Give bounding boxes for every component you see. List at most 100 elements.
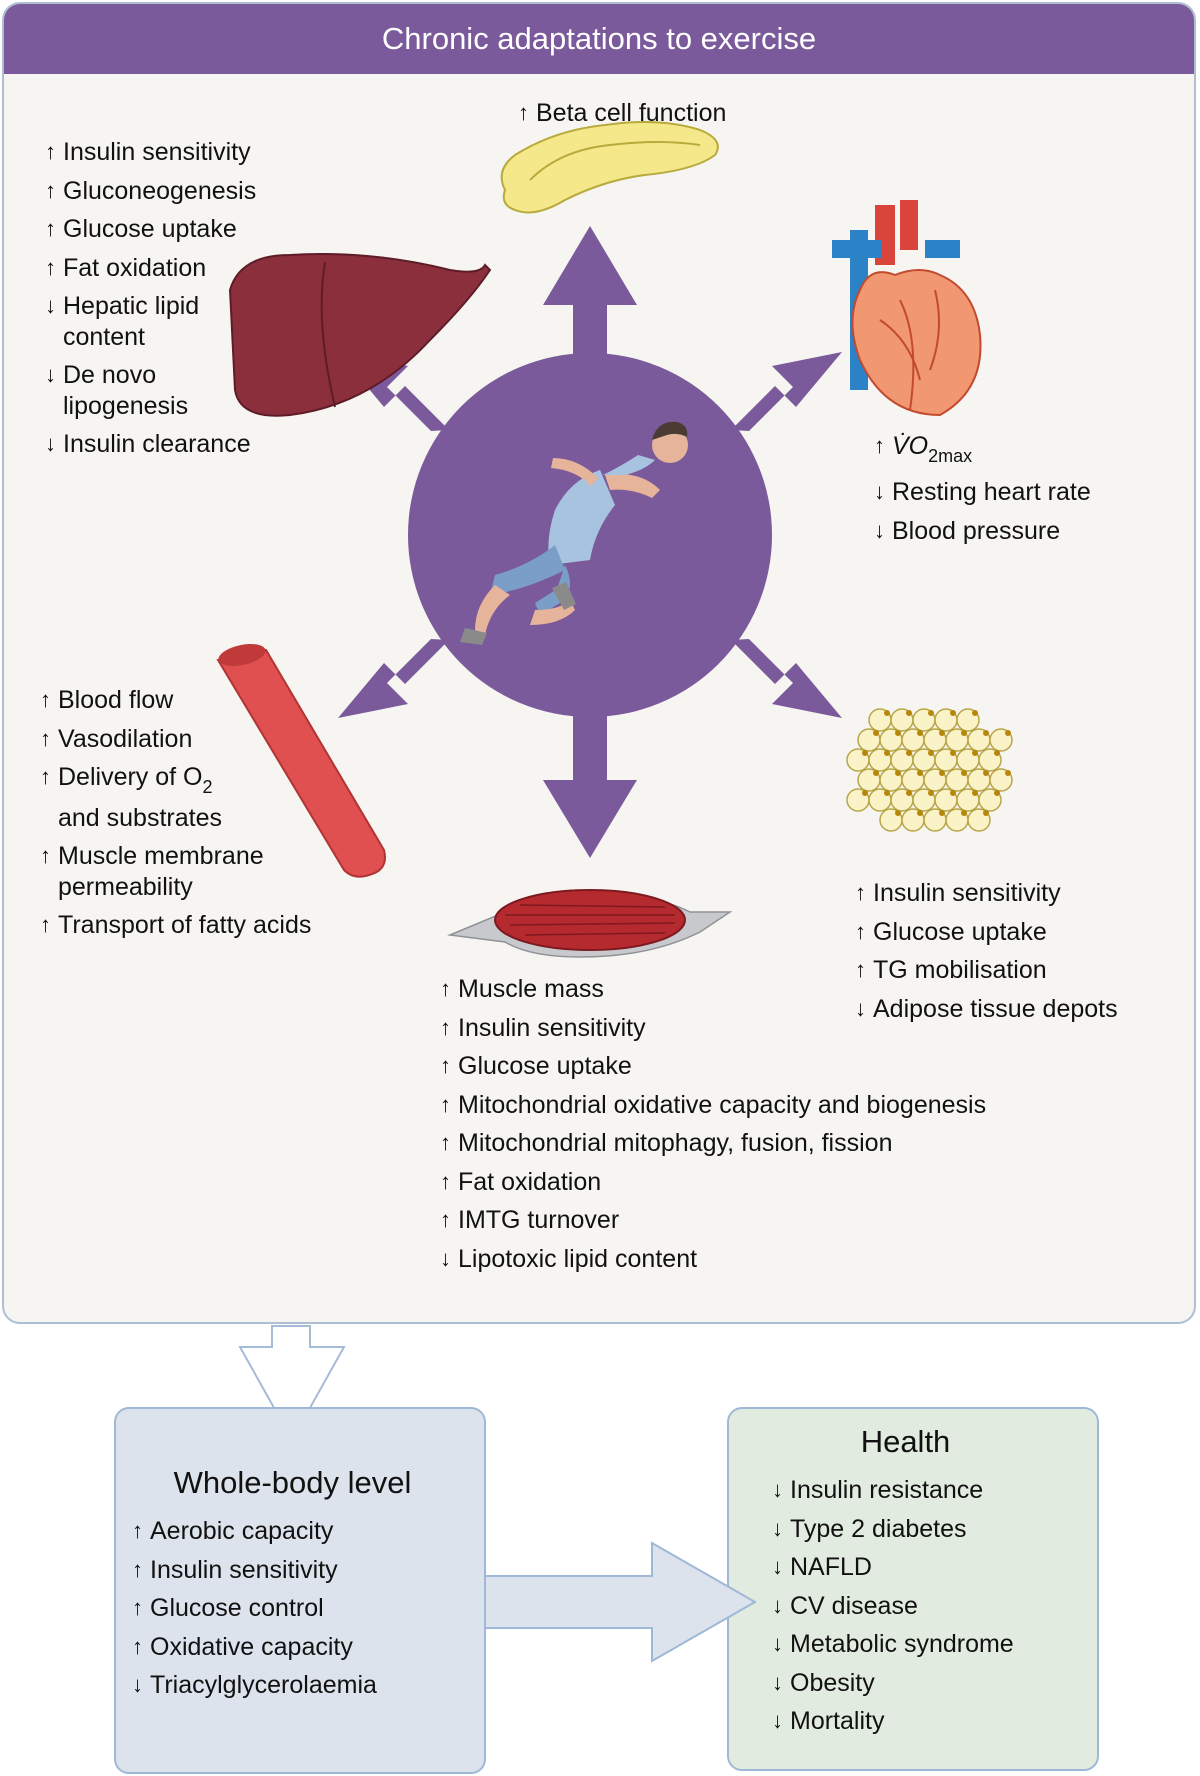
- list-item-text: Lipotoxic lipid content: [458, 1244, 698, 1273]
- arrow-up-icon: ↑: [855, 957, 866, 982]
- list-item: ↓Type 2 diabetes: [772, 1510, 1014, 1549]
- list-item: ↑Mitochondrial mitophagy, fusion, fissio…: [440, 1124, 986, 1163]
- fat-cell-nucleus: [939, 810, 945, 816]
- vo2max-item: ↑ V̇O2max: [874, 427, 972, 476]
- list-item-text: Glucose uptake: [873, 917, 1047, 946]
- arrow-down-icon: ↓: [855, 995, 866, 1021]
- arrow-down-icon: ↓: [874, 479, 885, 504]
- fat-cell-nucleus: [961, 730, 967, 736]
- list-item-text: IMTG turnover: [458, 1206, 620, 1234]
- arrow-up-icon: ↑: [440, 1207, 451, 1232]
- list-item: ↓Resting heart rate: [874, 473, 1091, 512]
- list-item: ↑Insulin sensitivity: [132, 1551, 377, 1590]
- list-item-text: De novo lipogenesis: [63, 361, 189, 420]
- fat-cell-nucleus: [983, 730, 989, 736]
- fat-cell-nucleus: [884, 710, 890, 716]
- arrow-down-icon: ↓: [772, 1554, 783, 1579]
- fat-cell-nucleus: [994, 790, 1000, 796]
- flow-arrow-down: [238, 1325, 346, 1443]
- list-item-text: Muscle mass: [458, 975, 604, 1003]
- list-item: ↓Metabolic syndrome: [772, 1625, 1014, 1664]
- fat-cell-nucleus: [961, 810, 967, 816]
- fat-cell-nucleus: [983, 770, 989, 776]
- list-item: ↑Insulin sensitivity: [45, 133, 256, 172]
- list-item: ↑ Muscle mass: [440, 970, 986, 1009]
- arrow-up-icon: ↑: [132, 1633, 143, 1659]
- fat-cell-nucleus: [895, 770, 901, 776]
- adipose-list: ↑Insulin sensitivity↑Glucose uptake↑TG m…: [855, 874, 1118, 1028]
- arrow-up-icon: ↑: [40, 725, 51, 751]
- muscle-list: ↑ Muscle mass ↑ Insulin sensitivity ↑Glucose…: [440, 970, 986, 1278]
- fat-cell-nucleus: [950, 710, 956, 716]
- arrow-up-icon: ↑: [40, 843, 51, 868]
- list-item-text: Transport of fatty acids: [58, 911, 312, 939]
- arrow-to-heart: [731, 352, 842, 431]
- list-item: ↓Insulin clearance: [45, 425, 256, 464]
- fat-cell-nucleus: [994, 750, 1000, 756]
- fat-cell-nucleus: [972, 790, 978, 796]
- liver-list: ↑Insulin sensitivity↑Gluconeogenesis↑Glu…: [45, 133, 256, 464]
- fat-cell-nucleus: [895, 810, 901, 816]
- arrow-up-icon: ↑: [440, 1091, 451, 1117]
- runner-icon: [460, 421, 688, 645]
- fat-cell-nucleus: [917, 810, 923, 816]
- fat-cell-nucleus: [972, 710, 978, 716]
- list-item-text: Insulin resistance: [790, 1476, 984, 1504]
- list-item: ↑Oxidative capacity: [132, 1628, 377, 1667]
- arrow-down-icon: ↓: [45, 293, 56, 318]
- arrow-to-pancreas: [543, 226, 637, 370]
- arrow-down-icon: ↓: [772, 1669, 783, 1695]
- list-item-text: Mitochondrial oxidative capacity and bio…: [458, 1090, 987, 1119]
- fat-cell-nucleus: [862, 750, 868, 756]
- list-item-text: Muscle membrane permeability: [58, 842, 264, 901]
- heart-list: ↑ V̇O2max: [874, 427, 972, 476]
- arrow-down-icon: ↓: [440, 1245, 451, 1271]
- list-item: ↑ Insulin sensitivity: [440, 1009, 986, 1048]
- list-item: ↑Glucose uptake: [440, 1047, 986, 1086]
- list-item-text: Beta cell function: [536, 99, 727, 127]
- arrow-up-icon: ↑: [518, 100, 529, 125]
- list-item: ↓ Adipose tissue depots: [855, 990, 1118, 1029]
- arrow-to-muscle: [543, 700, 637, 858]
- list-item: ↑Delivery of O2 and substrates: [40, 758, 311, 837]
- fat-cell-nucleus: [928, 790, 934, 796]
- whole-body-title: Whole-body level: [173, 1465, 412, 1500]
- list-item-text: Vasodilation: [58, 724, 193, 753]
- arrow-up-icon: ↑: [40, 912, 51, 937]
- fat-cell-nucleus: [972, 750, 978, 756]
- fat-cell-nucleus: [1005, 730, 1011, 736]
- list-item-text: Metabolic syndrome: [790, 1630, 1014, 1658]
- list-item: ↓Blood pressure: [874, 512, 1091, 551]
- list-item-text: Triacylglycerolaemia: [150, 1671, 377, 1699]
- heart-icon: [832, 200, 982, 417]
- list-item: ↑Insulin sensitivity: [855, 874, 1118, 913]
- list-item: ↑ Beta cell function: [518, 94, 726, 133]
- list-item: ↑Aerobic capacity: [132, 1512, 377, 1551]
- arrow-up-icon: ↑: [440, 1168, 451, 1194]
- health-list: ↓Insulin resistance↓Type 2 diabetes↓NAFL…: [772, 1471, 1014, 1741]
- list-item-text: Insulin clearance: [63, 430, 251, 458]
- arrow-up-icon: ↑: [40, 764, 51, 789]
- list-item-text: Insulin sensitivity: [458, 1013, 646, 1042]
- list-item-text: Insulin sensitivity: [63, 138, 251, 166]
- list-item-text: Adipose tissue depots: [873, 994, 1118, 1023]
- muscle-icon: [447, 889, 733, 958]
- arrow-down-icon: ↓: [772, 1592, 783, 1618]
- fat-cell-nucleus: [906, 750, 912, 756]
- arrow-up-icon: ↑: [440, 976, 451, 1001]
- health-title: Health: [860, 1424, 951, 1459]
- list-item: ↑Gluconeogenesis: [45, 172, 256, 211]
- list-item-text: Mitochondrial mitophagy, fusion, fission: [458, 1129, 893, 1157]
- arrow-to-adipose: [731, 639, 842, 718]
- vo2max-arrow: ↑: [874, 433, 885, 458]
- whole-body-list: ↑Aerobic capacity↑Insulin sensitivity↑Gl…: [132, 1512, 377, 1705]
- arrow-up-icon: ↑: [45, 177, 56, 203]
- fat-cell-nucleus: [873, 730, 879, 736]
- list-item: ↑ IMTG turnover: [440, 1201, 986, 1240]
- arrow-down-icon: ↓: [874, 517, 885, 543]
- arrow-up-icon: ↑: [440, 1014, 451, 1040]
- list-item-text: Blood flow: [58, 686, 174, 714]
- list-item: ↑Glucose uptake: [855, 913, 1118, 952]
- list-item: ↑Glucose control: [132, 1589, 377, 1628]
